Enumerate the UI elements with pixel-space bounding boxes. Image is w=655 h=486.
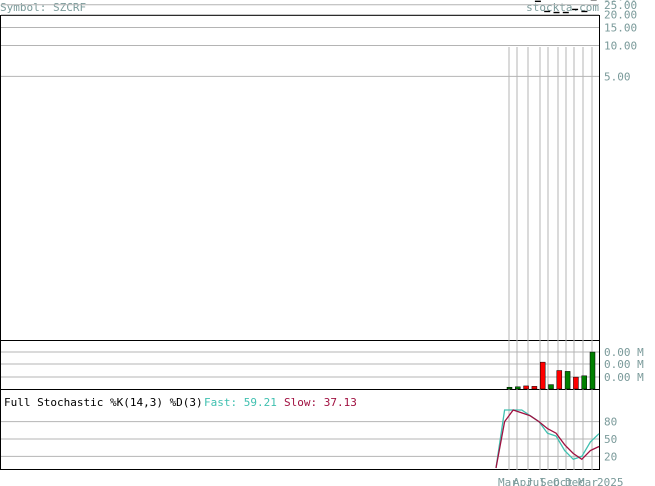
site-label: stockta.com <box>526 1 599 14</box>
stochastic-gridlines <box>1 421 599 457</box>
volume-bar <box>506 386 513 390</box>
volume-bar <box>523 385 529 390</box>
x-axis-label: Dec <box>565 476 585 486</box>
symbol-label: Symbol: SZCRF <box>0 1 86 14</box>
price-tick-label: 30.00 <box>604 0 637 4</box>
stochastic-title: Full Stochastic %K(14,3) %D(3) <box>4 396 203 409</box>
x-axis-label: Mar <box>498 476 518 486</box>
volume-tick-label: 0.00 M <box>604 346 644 359</box>
slow-label: Slow: 37.13 <box>284 396 357 409</box>
fast-label: Fast: 59.21 <box>204 396 277 409</box>
volume-bar <box>531 386 538 390</box>
x-axis-label: Jul <box>526 476 546 486</box>
x-axis-label: Apr <box>513 476 533 486</box>
stochastic-tick-label: 20 <box>604 450 617 463</box>
volume-bar <box>556 370 563 390</box>
price-tick-label: 5.00 <box>604 70 631 83</box>
volume-tick-label: 0.00 M <box>604 358 644 371</box>
volume-bar <box>589 351 596 390</box>
volume-bar <box>539 361 546 390</box>
x-axis-label: 2025 <box>597 476 624 486</box>
price-gridlines <box>1 4 599 77</box>
stochastic-lines <box>495 409 600 469</box>
volume-axis-ticks: 0.00 M0.00 M0.00 M <box>604 346 644 384</box>
price-tick-label: 15.00 <box>604 21 637 34</box>
volume-bars <box>506 351 596 390</box>
x-axis-label: Oct <box>553 476 573 486</box>
stochastic-tick-label: 80 <box>604 416 617 429</box>
volume-bar <box>548 384 554 390</box>
vertical-gridlines <box>508 47 593 470</box>
volume-tick-label: 0.00 M <box>604 371 644 384</box>
volume-bar <box>573 376 579 390</box>
price-tick-label: 20.00 <box>604 9 637 22</box>
volume-gridlines <box>1 351 599 378</box>
volume-panel-frame <box>0 340 600 390</box>
x-axis-label: Sep <box>540 476 560 486</box>
volume-bar <box>564 371 571 390</box>
price-tick-label: 10.00 <box>604 40 637 53</box>
stochastic-axis-ticks: 80 50 20 <box>604 416 617 464</box>
price-series <box>534 0 597 14</box>
volume-bar <box>515 386 521 390</box>
price-tick-label: 25.00 <box>604 0 637 12</box>
price-panel-frame <box>0 15 600 341</box>
x-axis-label: Mar <box>578 476 598 486</box>
stochastic-tick-label: 50 <box>604 433 617 446</box>
volume-bar <box>581 375 587 390</box>
slow-line <box>495 409 600 469</box>
